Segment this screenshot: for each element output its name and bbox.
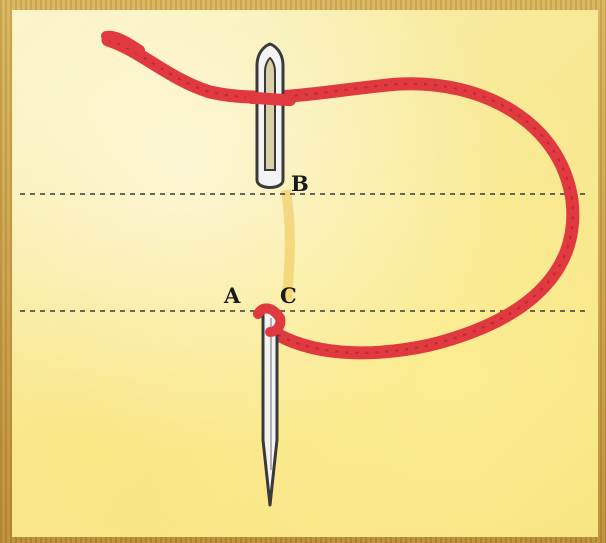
needle-shank — [258, 308, 280, 505]
point-c-label: C — [280, 285, 297, 306]
point-a-label: A — [224, 285, 240, 306]
point-b-label: B — [291, 173, 309, 194]
needle-icon — [252, 44, 290, 188]
needle-eye-inner — [265, 58, 275, 170]
needle-body — [263, 312, 277, 505]
thread-through-eye — [252, 98, 290, 100]
thread-main — [108, 40, 573, 353]
